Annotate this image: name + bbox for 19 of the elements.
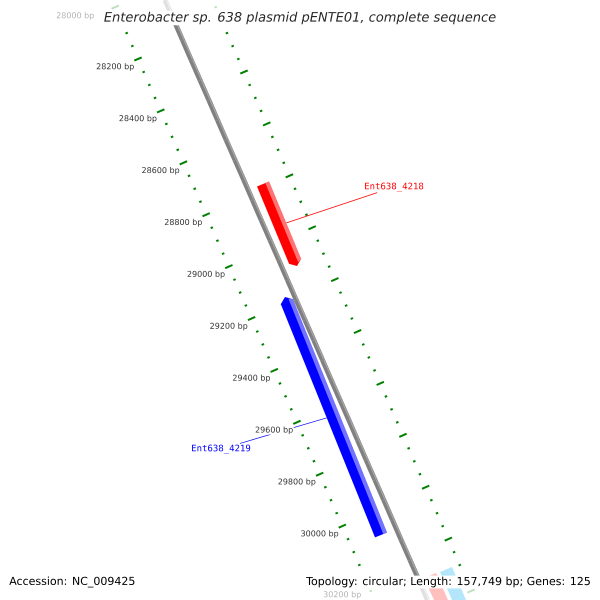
tick-label: 29800 bp (277, 478, 316, 487)
tick-label: 29400 bp (232, 374, 271, 383)
tick-label: 28800 bp (164, 218, 203, 228)
tick-label: 30000 bp (300, 530, 340, 538)
gene-label: Ent638_4218 (365, 182, 424, 192)
footer-text: Topology: circular; Length: 157,749 bp; Genes: 125 (305, 576, 592, 588)
tick-label: 28400 bp (118, 114, 158, 124)
footer-text: Accession: NC_009425 (8, 576, 136, 588)
gene-label: Ent638_4219 (192, 444, 250, 454)
leader-line (286, 192, 378, 224)
tick-label: 28200 bp (96, 62, 135, 72)
tick-label: 28600 bp (141, 166, 180, 176)
tick-label: 29600 bp (254, 426, 294, 435)
tick-label: 28000 bp (56, 12, 95, 20)
tick-label: 30200 bp (322, 590, 362, 600)
tick-label: 29200 bp (209, 322, 248, 331)
gene-arrow (257, 182, 302, 266)
title: Enterobacter sp. 638 plasmid pENTE01, complete sequence (102, 10, 498, 26)
tick-label: 29000 bp (186, 270, 226, 279)
